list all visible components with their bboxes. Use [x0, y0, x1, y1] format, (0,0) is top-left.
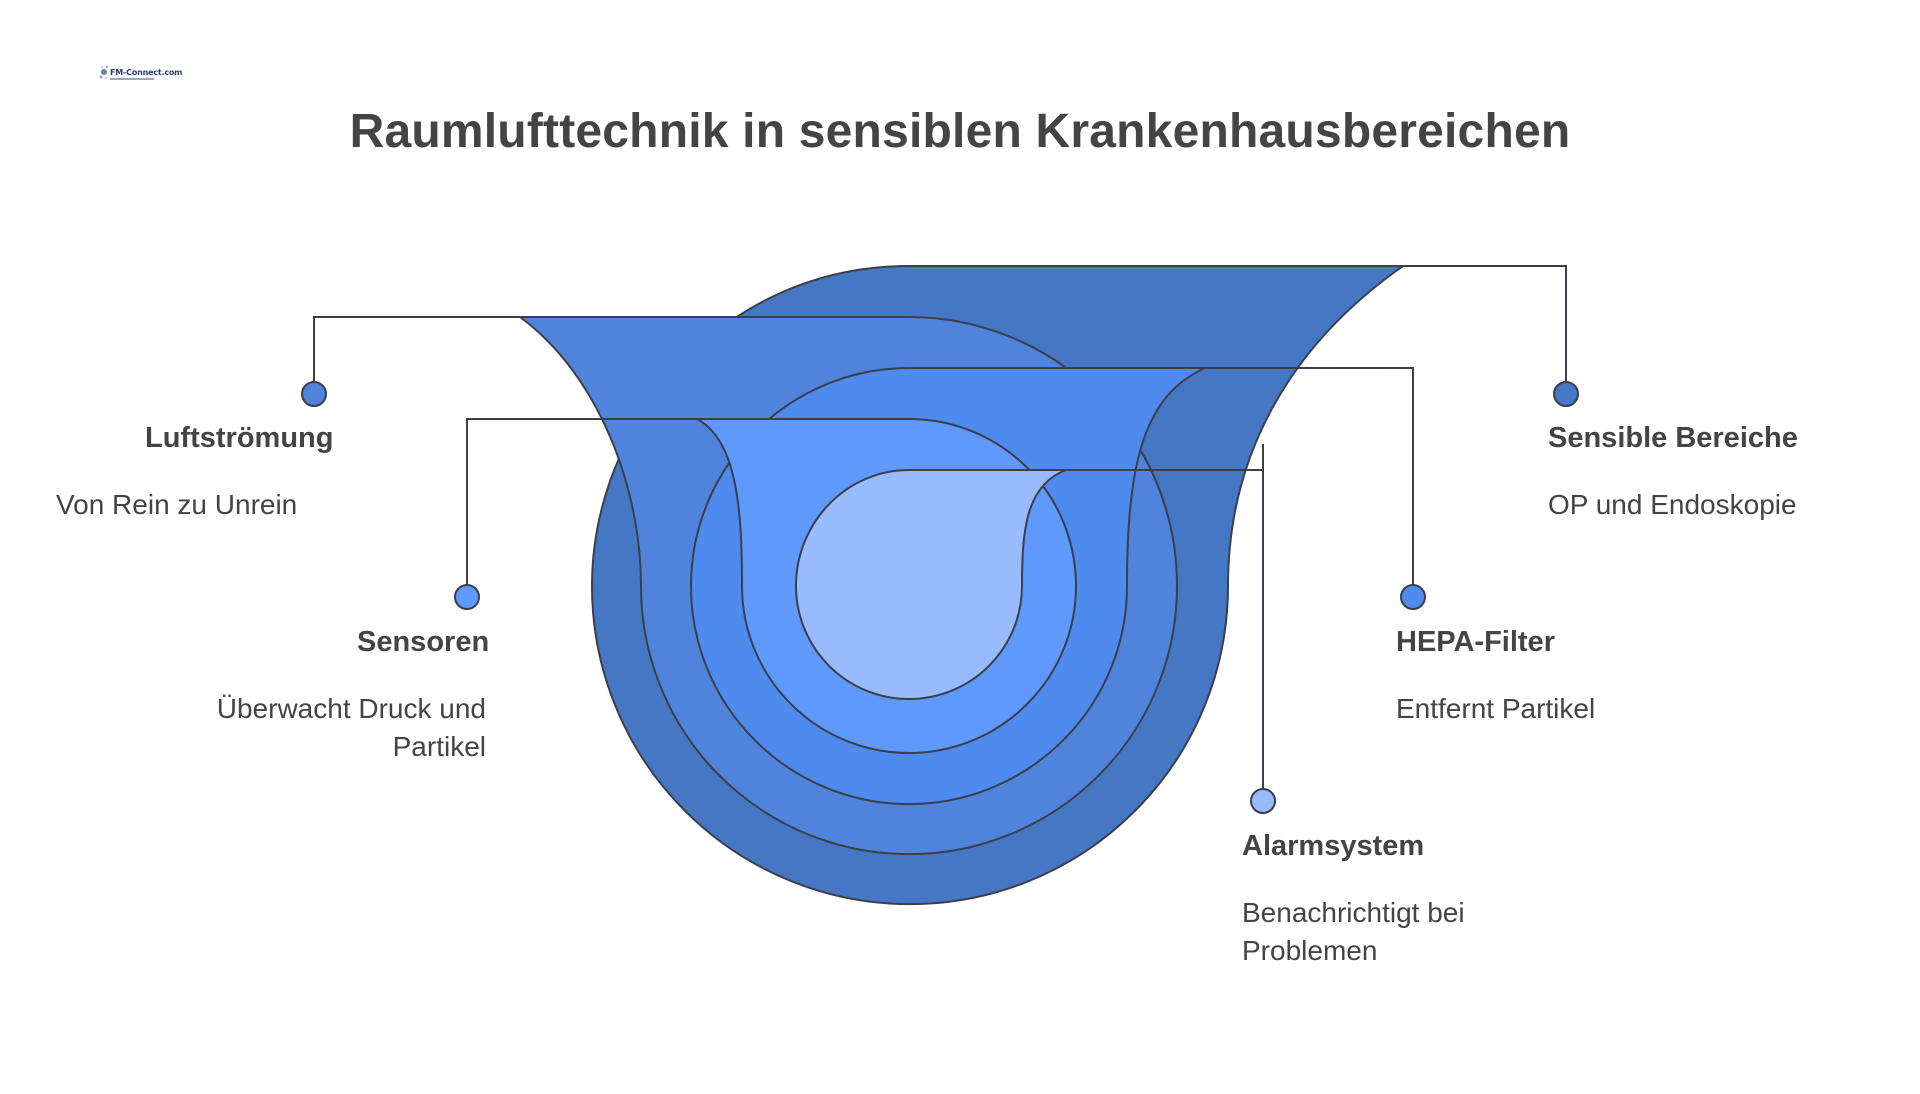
label-title-alarmsystem: Alarmsystem	[1242, 830, 1425, 862]
label-desc-luftstroemung: Von Rein zu Unrein	[56, 489, 298, 520]
marker-luftstroemung	[301, 381, 327, 407]
label-desc-hepa-filter: Entfernt Partikel	[1396, 693, 1596, 724]
page-title: Raumlufttechnik in sensiblen Krankenhaus…	[349, 105, 1571, 158]
label-title-hepa-filter: HEPA-Filter	[1396, 626, 1555, 658]
layer-alarmsystem	[794, 469, 1067, 700]
marker-sensoren	[454, 584, 480, 610]
marker-alarmsystem	[1250, 788, 1276, 814]
label-title-luftstroemung: Luftströmung	[145, 422, 334, 454]
label-title-sensoren: Sensoren	[357, 626, 490, 658]
label-desc-sensible-bereiche: OP und Endoskopie	[1548, 489, 1797, 520]
label-desc-sensoren-line1: Überwacht Druck und	[216, 693, 486, 724]
connector-luftstroemung	[313, 316, 520, 394]
label-desc-sensoren-line2: Partikel	[392, 731, 486, 762]
label-title-sensible-bereiche: Sensible Bereiche	[1548, 422, 1798, 454]
connector-sensoren	[466, 418, 697, 597]
logo-splash-icon	[99, 65, 109, 79]
brand-logo: FM-Connect.com	[98, 62, 183, 88]
logo-text: FM-Connect.com	[110, 68, 183, 77]
marker-hepa-filter	[1400, 584, 1426, 610]
marker-sensible-bereiche	[1553, 381, 1579, 407]
connector-hepa-filter	[1205, 367, 1414, 597]
connector-sensible-bereiche	[1403, 265, 1567, 394]
label-desc-alarmsystem-line1: Benachrichtigt bei	[1242, 897, 1465, 928]
logo-tagline-mark	[110, 78, 154, 80]
label-desc-alarmsystem-line2: Problemen	[1242, 935, 1378, 966]
